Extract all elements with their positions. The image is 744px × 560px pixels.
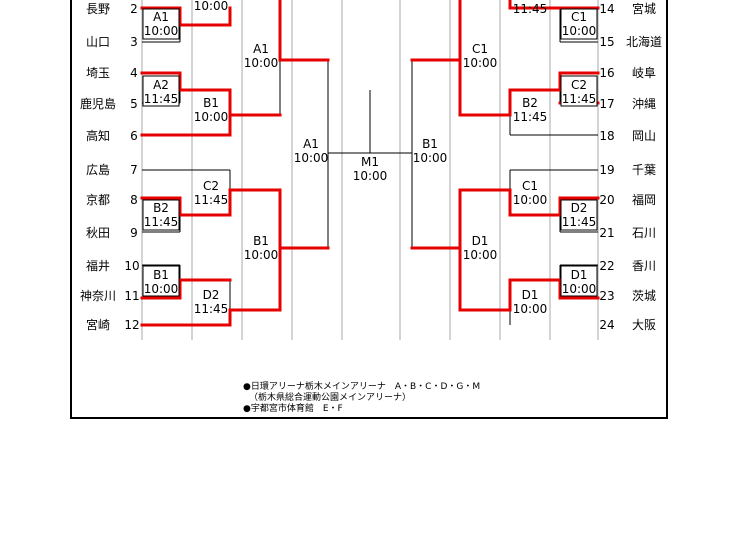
final-court: M1 xyxy=(361,155,379,169)
team-number: 22 xyxy=(599,259,614,273)
team-number: 8 xyxy=(130,193,138,207)
venue-notes: ●日環アリーナ栃木メインアリーナ A・B・C・D・G・M （栃木県総合運動公園メ… xyxy=(243,380,480,414)
team-name: 香川 xyxy=(632,259,656,273)
team-number: 21 xyxy=(599,226,614,240)
match-time: 10:00 xyxy=(144,282,179,296)
team-number: 14 xyxy=(599,2,614,16)
team-number: 15 xyxy=(599,35,614,49)
team-name: 高知 xyxy=(86,128,110,143)
team-name: 大阪 xyxy=(632,318,656,332)
team-number: 11 xyxy=(124,289,139,303)
match-time: 10:00 xyxy=(244,56,279,70)
match-time: 11:45 xyxy=(562,92,597,106)
match-time: 10:00 xyxy=(513,193,548,207)
match-time: 10:00 xyxy=(294,151,329,165)
team-name: 福井 xyxy=(86,258,110,273)
match-time: 11:45 xyxy=(513,110,548,124)
match-time: 10:00 xyxy=(513,302,548,316)
match-court: B2 xyxy=(522,96,538,110)
team-name: 福岡 xyxy=(632,192,656,207)
team-name: 北海道 xyxy=(626,34,662,49)
team-name: 秋田 xyxy=(86,226,110,240)
match-time: 10:00 xyxy=(144,24,179,38)
match-court: B1 xyxy=(203,96,219,110)
match-court: B1 xyxy=(153,268,169,282)
team-name: 茨城 xyxy=(632,289,656,303)
match-court: B1 xyxy=(422,137,438,151)
match-time: 10:00 xyxy=(194,110,229,124)
match-time: 10:00 xyxy=(413,151,448,165)
match-court: C2 xyxy=(571,78,587,92)
match-court: D2 xyxy=(571,201,588,215)
team-name: 沖縄 xyxy=(632,96,656,111)
match-court: B1 xyxy=(253,234,269,248)
match-time: 11:45 xyxy=(562,215,597,229)
team-name: 岐阜 xyxy=(632,66,656,80)
team-number: 7 xyxy=(130,163,138,177)
match-time: 10:00 xyxy=(562,282,597,296)
team-number: 24 xyxy=(599,318,614,332)
match-court: A2 xyxy=(153,78,169,92)
team-name: 石川 xyxy=(632,226,656,240)
team-name: 千葉 xyxy=(632,163,656,177)
match-court: C1 xyxy=(571,10,587,24)
match-time: 11:45 xyxy=(513,2,548,16)
team-name: 岡山 xyxy=(632,129,656,143)
match-time: 11:45 xyxy=(194,193,229,207)
team-number: 19 xyxy=(599,163,614,177)
venue-note-3: ●宇都宮市体育館 E・F xyxy=(243,402,343,414)
team-number: 20 xyxy=(599,193,614,207)
team-number: 5 xyxy=(130,97,138,111)
team-name: 神奈川 xyxy=(80,289,116,303)
team-name: 宮崎 xyxy=(86,317,110,332)
right-winner-paths xyxy=(410,0,600,312)
team-name: 山口 xyxy=(86,35,110,49)
team-number: 6 xyxy=(130,129,138,143)
team-number: 3 xyxy=(130,35,138,49)
match-court: D1 xyxy=(472,234,489,248)
match-time: 10:00 xyxy=(194,0,229,13)
team-number: 18 xyxy=(599,129,614,143)
match-time: 10:00 xyxy=(463,248,498,262)
match-time: 11:45 xyxy=(194,302,229,316)
left-winner-paths xyxy=(140,0,330,327)
match-time: 10:00 xyxy=(562,24,597,38)
match-court: A1 xyxy=(253,42,269,56)
team-name: 埼玉 xyxy=(86,66,110,80)
venue-note-2: （栃木県総合運動公園メインアリーナ） xyxy=(249,391,411,403)
team-number: 16 xyxy=(599,66,614,80)
team-number: 4 xyxy=(130,66,138,80)
match-court: A1 xyxy=(153,10,169,24)
team-number: 2 xyxy=(130,2,138,16)
match-court: D1 xyxy=(522,288,539,302)
match-court: A1 xyxy=(303,137,319,151)
match-time: 10:00 xyxy=(463,56,498,70)
team-number: 17 xyxy=(599,97,614,111)
team-number: 23 xyxy=(599,289,614,303)
match-time: 10:00 xyxy=(244,248,279,262)
team-name: 宮城 xyxy=(632,1,656,16)
match-court: B2 xyxy=(153,201,169,215)
match-court: D1 xyxy=(571,268,588,282)
final-lines xyxy=(369,90,412,154)
team-number: 12 xyxy=(124,318,139,332)
match-court: C1 xyxy=(522,179,538,193)
team-number: 9 xyxy=(130,226,138,240)
left-teams: 長野 2 山口 3 埼玉 4 鹿児島 5 高知 6 広島 7 京都 8 秋田 9… xyxy=(80,2,140,332)
match-time: 11:45 xyxy=(144,215,179,229)
match-court: C1 xyxy=(472,42,488,56)
match-court: C2 xyxy=(203,179,219,193)
team-name: 広島 xyxy=(86,162,110,177)
team-name: 京都 xyxy=(86,193,110,207)
final-time: 10:00 xyxy=(353,169,388,183)
team-name: 長野 xyxy=(86,2,110,16)
match-labels: A1 10:00 A2 11:45 B2 11:45 B1 10:00 10:0… xyxy=(142,0,598,316)
team-name: 鹿児島 xyxy=(80,96,116,111)
team-number: 10 xyxy=(124,259,139,273)
match-time: 11:45 xyxy=(144,92,179,106)
venue-note-1: ●日環アリーナ栃木メインアリーナ A・B・C・D・G・M xyxy=(243,380,480,392)
match-court: D2 xyxy=(203,288,220,302)
right-teams: 14 宮城 15 北海道 16 岐阜 17 沖縄 18 岡山 19 千葉 20 … xyxy=(599,1,662,332)
